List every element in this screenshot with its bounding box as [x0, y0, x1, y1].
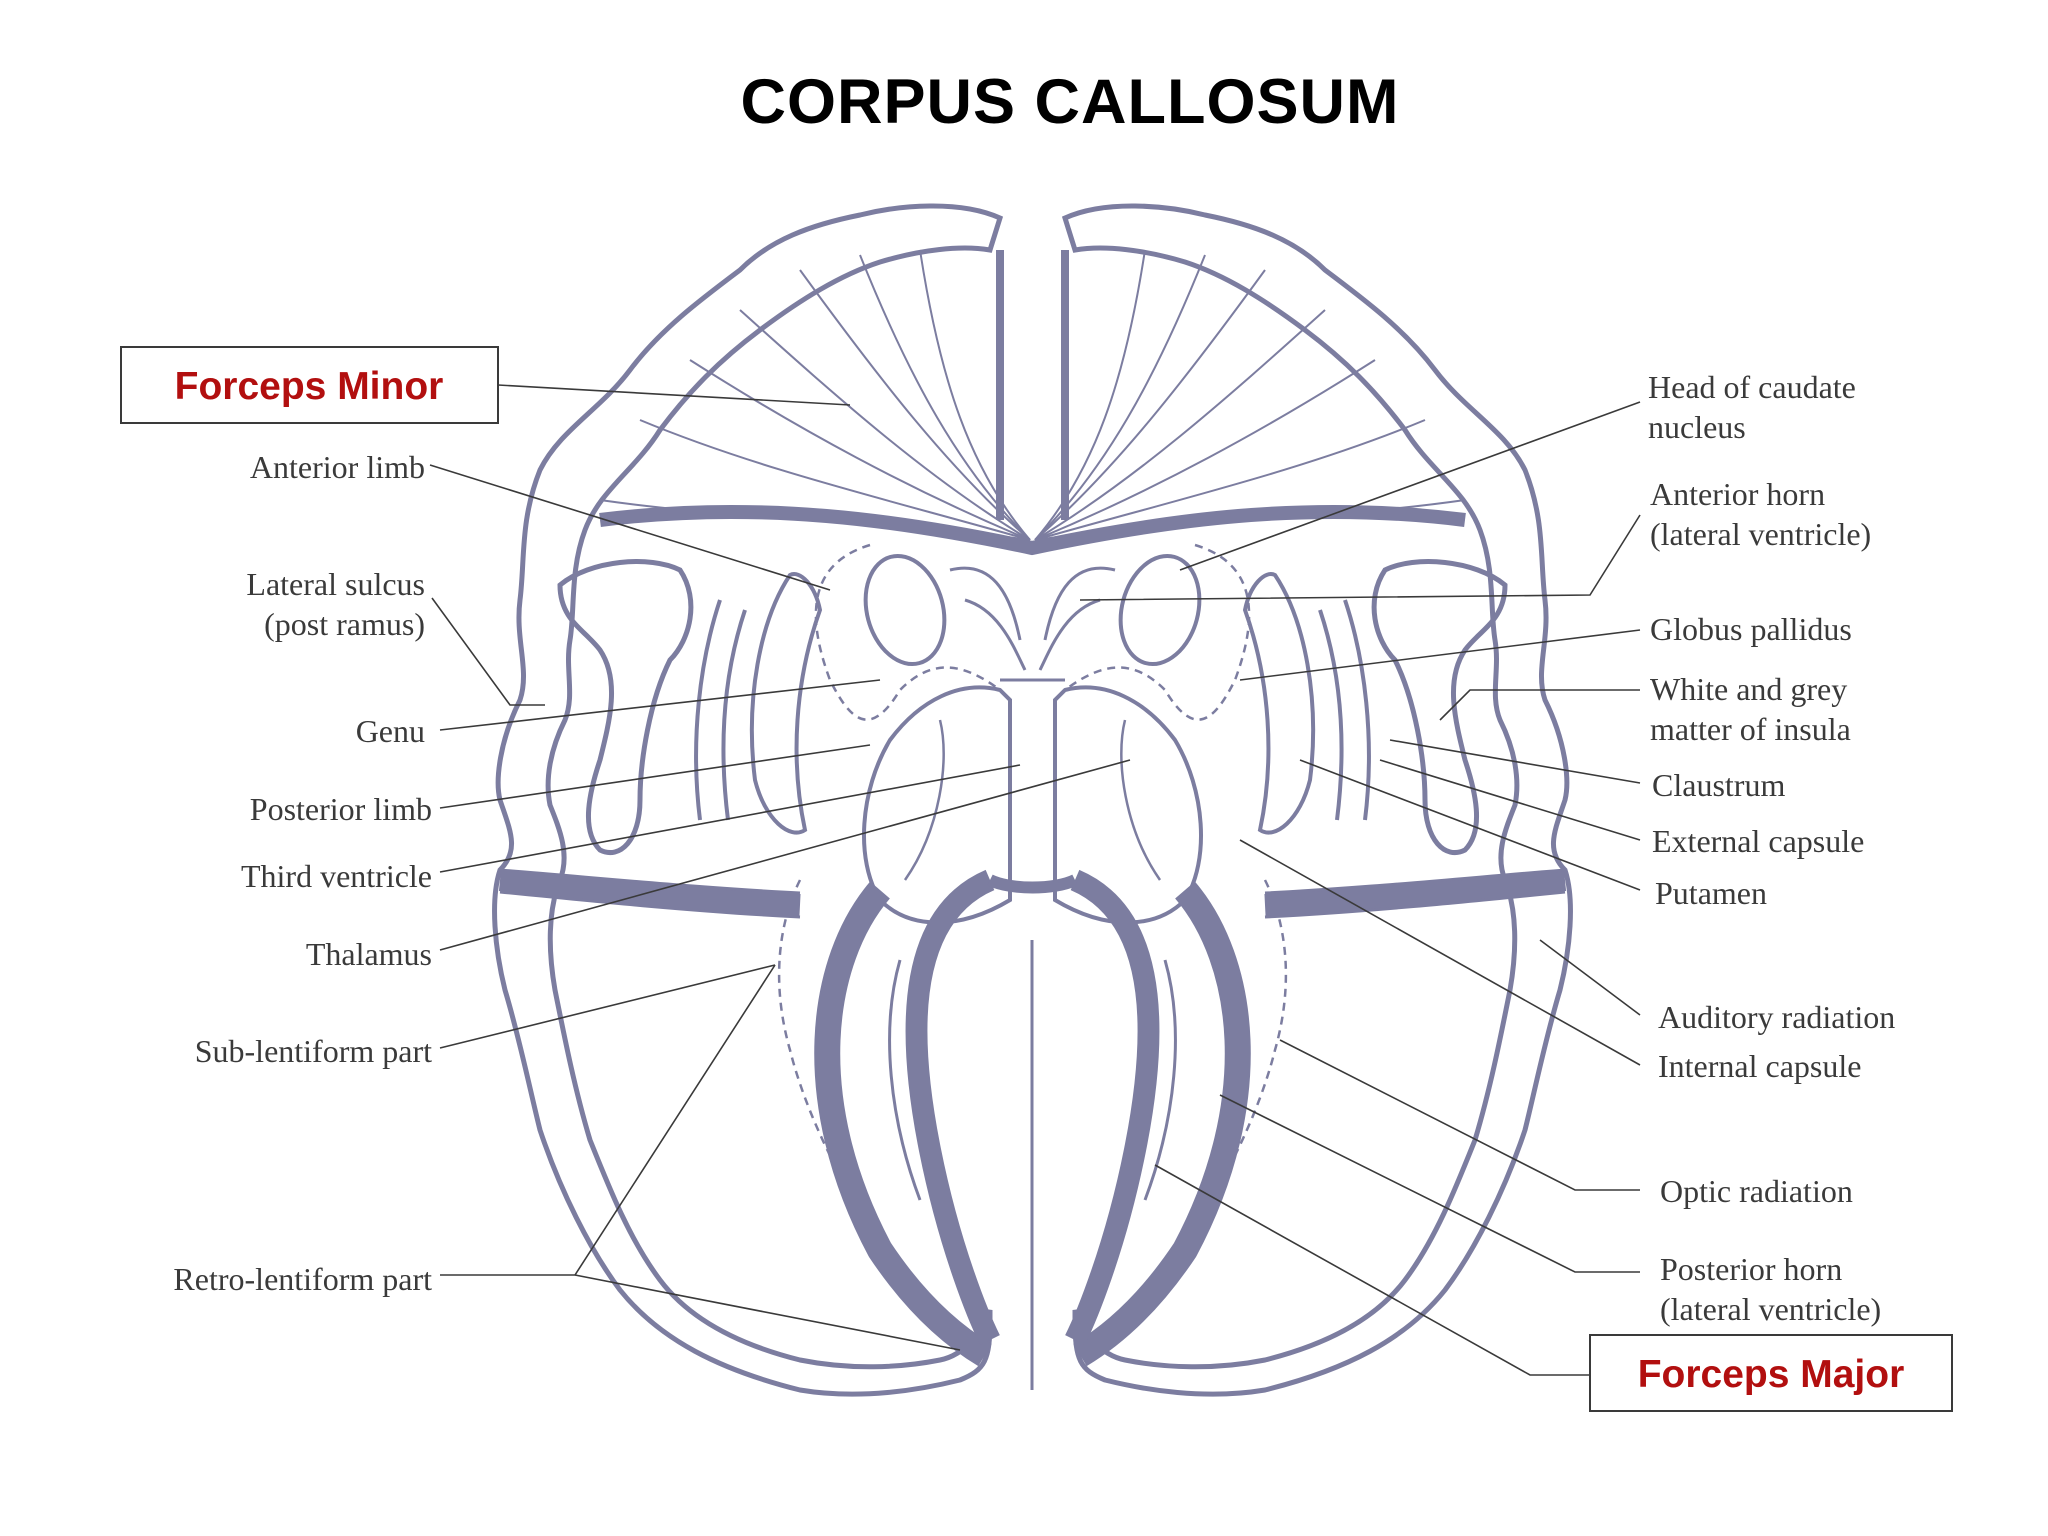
forceps-minor-fibers: [599, 249, 1466, 556]
left-label-1-line-1: Anterior limb: [250, 449, 425, 485]
right-label-7: Putamen: [1655, 875, 1767, 911]
right-label-4-line-2: matter of insula: [1650, 711, 1851, 747]
leader-lines: [429, 384, 1641, 1376]
right-label-2-line-2: (lateral ventricle): [1650, 516, 1871, 552]
left-label-8: Retro-lentiform part: [173, 1261, 432, 1297]
right-label-11-line-1: Posterior horn: [1660, 1251, 1842, 1287]
left-label-4-line-1: Posterior limb: [250, 791, 432, 827]
right-label-4: White and grey matter of insula: [1650, 671, 1851, 747]
forceps-major-fibers: [814, 869, 1251, 1390]
right-label-11-line-2: (lateral ventricle): [1660, 1291, 1881, 1327]
left-label-6: Thalamus: [306, 936, 432, 972]
internal-capsule-outline: [777, 543, 1288, 1301]
right-label-10: Optic radiation: [1660, 1173, 1853, 1209]
cortex-outline: [492, 203, 1573, 1397]
right-label-8: Auditory radiation: [1658, 999, 1895, 1035]
forceps-minor-text: Forceps Minor: [175, 365, 444, 408]
insula-region: [557, 559, 1508, 855]
right-label-11: Posterior horn (lateral ventricle): [1660, 1251, 1881, 1327]
right-label-3: Globus pallidus: [1650, 611, 1852, 647]
left-label-5: Third ventricle: [241, 858, 432, 894]
right-label-8-line-1: Auditory radiation: [1658, 999, 1895, 1035]
right-label-5: Claustrum: [1652, 767, 1785, 803]
left-label-2-line-2: (post ramus): [264, 606, 425, 642]
right-label-2-line-1: Anterior horn: [1650, 476, 1825, 512]
right-label-9-line-1: Internal capsule: [1658, 1048, 1861, 1084]
right-label-6: External capsule: [1652, 823, 1864, 859]
left-label-7-line-1: Sub-lentiform part: [195, 1033, 432, 1069]
forceps-minor-label: Forceps Minor: [120, 346, 499, 424]
right-label-1-line-2: nucleus: [1648, 409, 1746, 445]
thalamus-shapes: [861, 678, 1204, 925]
right-label-6-line-1: External capsule: [1652, 823, 1864, 859]
left-label-4: Posterior limb: [250, 791, 432, 827]
left-label-2: Lateral sulcus (post ramus): [246, 566, 425, 642]
putamen-shapes: [749, 572, 1316, 835]
page-title: CORPUS CALLOSUM: [740, 67, 1400, 137]
left-label-3: Genu: [356, 713, 425, 749]
right-label-1-line-1: Head of caudate: [1648, 369, 1856, 405]
left-label-3-line-1: Genu: [356, 713, 425, 749]
right-label-2: Anterior horn (lateral ventricle): [1650, 476, 1871, 552]
left-label-7: Sub-lentiform part: [195, 1033, 432, 1069]
right-label-1: Head of caudate nucleus: [1648, 369, 1856, 445]
auditory-radiation: [498, 868, 1567, 919]
left-label-6-line-1: Thalamus: [306, 936, 432, 972]
right-label-5-line-1: Claustrum: [1652, 767, 1785, 803]
forceps-major-text: Forceps Major: [1638, 1353, 1905, 1396]
right-label-4-line-1: White and grey: [1650, 671, 1847, 707]
right-label-3-line-1: Globus pallidus: [1650, 611, 1852, 647]
left-label-8-line-1: Retro-lentiform part: [173, 1261, 432, 1297]
forceps-major-label: Forceps Major: [1589, 1334, 1953, 1412]
right-label-9: Internal capsule: [1658, 1048, 1861, 1084]
left-label-5-line-1: Third ventricle: [241, 858, 432, 894]
right-label-7-line-1: Putamen: [1655, 875, 1767, 911]
left-label-1: Anterior limb: [250, 449, 425, 485]
right-label-10-line-1: Optic radiation: [1660, 1173, 1853, 1209]
left-label-2-line-1: Lateral sulcus: [246, 566, 425, 602]
caudate-heads: [863, 553, 1202, 671]
